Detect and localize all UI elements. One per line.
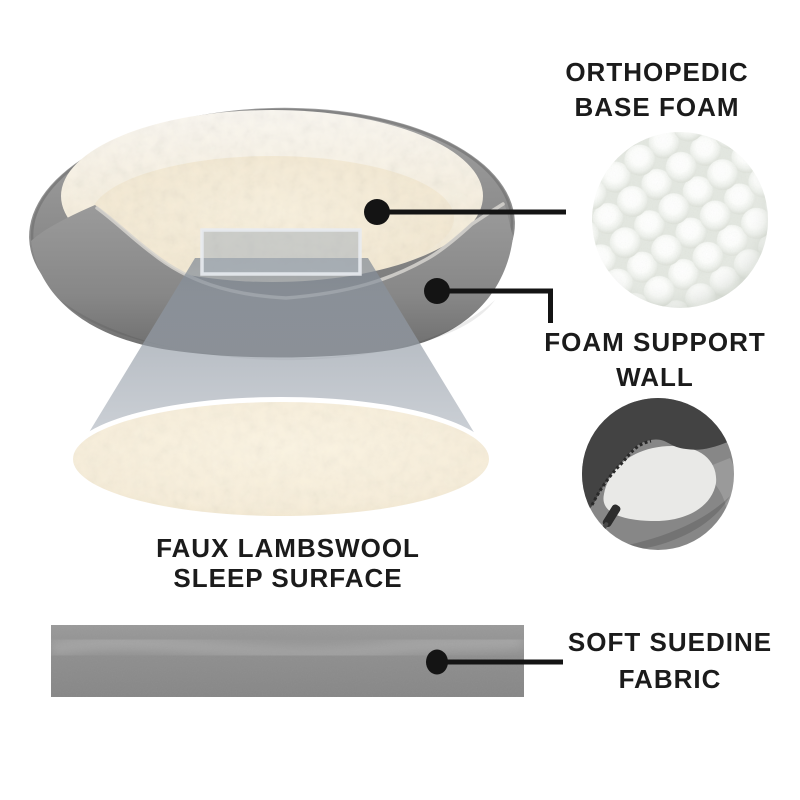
floor-highlight-rect <box>200 228 362 276</box>
callout-label-orthopedic-base-foam: ORTHOPEDIC BASE FOAM <box>565 55 748 125</box>
zipper-teeth <box>590 439 652 506</box>
callout-text-line: FAUX LAMBSWOOL <box>156 533 420 563</box>
callout-label-soft-suedine-fabric: SOFT SUEDINE FABRIC <box>568 624 772 698</box>
leader-dot-suedine <box>426 649 448 675</box>
callout-text-line: WALL <box>616 362 694 392</box>
callout-label-foam-support-wall: FOAM SUPPORT WALL <box>544 325 765 395</box>
callout-text-line: BASE FOAM <box>574 92 740 122</box>
leader-line-foam-wall <box>437 288 553 323</box>
orthopedic-foam-swatch <box>592 132 768 308</box>
inner-foam-white <box>603 446 717 521</box>
zipper-dark-flap <box>582 398 734 514</box>
callout-text-line: SOFT SUEDINE <box>567 627 773 657</box>
callout-text-line: ORTHOPEDIC <box>565 57 749 87</box>
callout-text-line: FABRIC <box>618 664 722 694</box>
foam-wall-zipper-swatch <box>582 398 734 550</box>
callout-text-line: FOAM SUPPORT <box>544 327 766 357</box>
leader-dot-foam-wall <box>424 278 450 304</box>
sleep-surface-ellipse <box>70 397 492 516</box>
leader-dot-orthopedic <box>364 199 390 225</box>
callout-text-line: SLEEP SURFACE <box>173 563 403 593</box>
callout-leaders <box>364 199 566 675</box>
callout-label-faux-lambswool-sleep-surface: FAUX LAMBSWOOL SLEEP SURFACE <box>156 533 420 593</box>
